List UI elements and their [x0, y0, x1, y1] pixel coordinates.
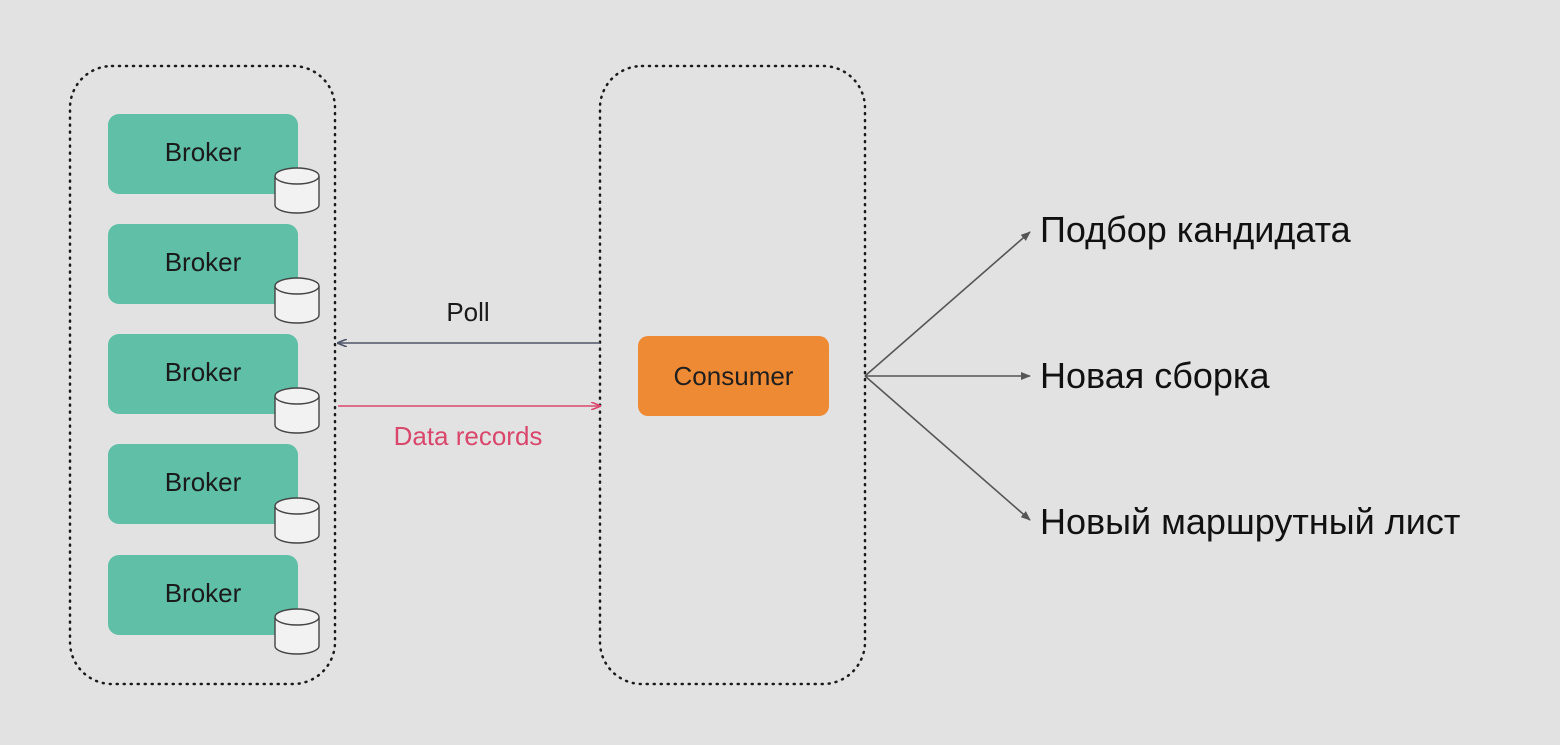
broker-node: Broker	[108, 555, 298, 635]
broker-label: Broker	[164, 577, 242, 608]
target-label: Подбор кандидата	[1040, 209, 1351, 250]
broker-label: Broker	[164, 466, 242, 497]
database-icon	[274, 277, 320, 324]
broker-node: Broker	[108, 224, 298, 304]
database-icon	[274, 608, 320, 655]
data-records-label: Data records	[393, 421, 543, 451]
database-icon	[274, 387, 320, 434]
database-icon	[274, 497, 320, 544]
target-label: Новый маршрутный лист	[1040, 501, 1461, 542]
poll-label: Poll	[446, 297, 490, 327]
consumer-label: Consumer	[673, 360, 794, 391]
database-icon	[274, 167, 320, 214]
broker-node: Broker	[108, 444, 298, 524]
broker-node: Broker	[108, 334, 298, 414]
broker-label: Broker	[164, 136, 242, 167]
consumer-group-boundary	[598, 64, 867, 686]
brokers-group-boundary	[68, 64, 337, 686]
fanout-arrow-1	[864, 231, 1031, 377]
broker-node: Broker	[108, 114, 298, 194]
broker-label: Broker	[164, 356, 242, 387]
consumer-node: Consumer	[638, 336, 829, 416]
broker-label: Broker	[164, 246, 242, 277]
fanout-arrow-3	[864, 375, 1031, 521]
target-label: Новая сборка	[1040, 355, 1270, 396]
